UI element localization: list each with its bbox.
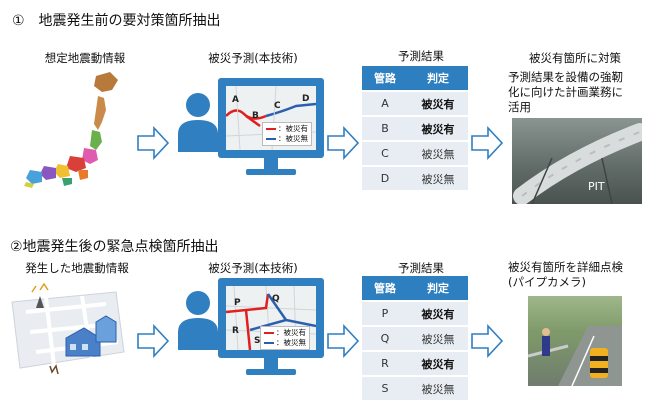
action-desc-line: 活用: [508, 100, 531, 114]
judge-cell: 被災有: [408, 92, 468, 115]
action-label-line: (パイプカメラ): [508, 275, 586, 289]
map-letter: R: [232, 326, 239, 336]
arrow-right-icon: [137, 324, 170, 358]
action-desc-line: 予測結果を設備の強靭: [508, 70, 623, 84]
pipe-cell: B: [362, 117, 408, 140]
map-letter: C: [274, 101, 281, 111]
pipe-cell: P: [362, 302, 408, 325]
arrow-right-icon: [471, 126, 504, 160]
prediction-monitor: P Q R S ：被災有 ：被災無: [218, 278, 324, 378]
table-row: S 被災無: [362, 377, 468, 400]
section1-title: ① 地震発生前の要対策箇所抽出: [12, 13, 221, 29]
section2-result-label: 予測結果: [398, 261, 444, 275]
map-legend: ：被災有 ：被災無: [260, 326, 310, 350]
section2-action-label: 被災有箇所を詳細点検 (パイプカメラ): [508, 260, 623, 290]
judge-cell: 被災有: [408, 117, 468, 140]
table-row: D 被災無: [362, 167, 468, 190]
legend-undamaged: ：被災無: [278, 134, 308, 143]
judge-cell: 被災有: [408, 302, 468, 325]
result-table-2: 管路 判定 P 被災有 Q 被災無 R 被災有 S 被災無: [362, 274, 468, 402]
judge-cell: 被災無: [408, 377, 468, 400]
pipe-cell: R: [362, 352, 408, 375]
action-description: 予測結果を設備の強靭 化に向けた計画業務に 活用: [508, 70, 623, 115]
person-icon: [178, 93, 218, 152]
inspection-photo: [528, 296, 622, 386]
map-letter: A: [232, 95, 239, 105]
legend-damaged: ：被災有: [278, 124, 308, 133]
monitor-map: A B C D ：被災有 ：被災無: [226, 86, 316, 150]
monitor-map: P Q R S ：被災有 ：被災無: [226, 286, 316, 350]
arrow-right-icon: [327, 126, 360, 160]
person-icon: [178, 291, 218, 350]
action-desc-line: 化に向けた計画業務に: [508, 85, 623, 99]
legend-damaged: ：被災有: [276, 328, 306, 337]
map-letter: P: [234, 298, 241, 308]
section2-input-label: 発生した地震動情報: [25, 261, 129, 275]
section1-input-label: 想定地震動情報: [44, 51, 126, 65]
pipe-photo: PIT: [512, 118, 642, 204]
judge-cell: 被災有: [408, 352, 468, 375]
arrow-right-icon: [327, 324, 360, 358]
map-letter: S: [254, 336, 261, 346]
photo-label: PIT: [588, 180, 605, 193]
section2-title: ②地震発生後の緊急点検箇所抽出: [10, 239, 219, 255]
pipe-cell: C: [362, 142, 408, 165]
table-row: Q 被災無: [362, 327, 468, 350]
legend-undamaged: ：被災無: [276, 338, 306, 347]
section1-action-label: 被災有箇所に対策: [529, 51, 621, 65]
pipe-cell: S: [362, 377, 408, 400]
arrow-right-icon: [471, 324, 504, 358]
prediction-monitor: A B C D ：被災有 ：被災無: [218, 78, 324, 178]
table-header-judge: 判定: [408, 66, 468, 90]
table-header-pipe: 管路: [362, 276, 408, 300]
pipe-cell: Q: [362, 327, 408, 350]
result-table-1: 管路 判定 A 被災有 B 被災有 C 被災無 D 被災無: [362, 64, 468, 192]
action-label-line: 被災有箇所を詳細点検: [508, 260, 623, 274]
table-row: B 被災有: [362, 117, 468, 140]
city-damage-illustration: [11, 282, 125, 375]
table-header-pipe: 管路: [362, 66, 408, 90]
pipe-cell: A: [362, 92, 408, 115]
arrow-right-icon: [137, 126, 170, 160]
pipe-cell: D: [362, 167, 408, 190]
map-letter: D: [302, 94, 310, 104]
japan-map-image: [24, 72, 118, 188]
map-letter: Q: [272, 294, 280, 304]
table-row: A 被災有: [362, 92, 468, 115]
table-header-judge: 判定: [408, 276, 468, 300]
section1-predict-label: 被災予測(本技術): [208, 51, 298, 65]
map-letter: B: [252, 111, 259, 121]
table-row: C 被災無: [362, 142, 468, 165]
judge-cell: 被災無: [408, 142, 468, 165]
judge-cell: 被災無: [408, 167, 468, 190]
judge-cell: 被災無: [408, 327, 468, 350]
map-legend: ：被災有 ：被災無: [262, 122, 312, 146]
table-row: P 被災有: [362, 302, 468, 325]
section2-predict-label: 被災予測(本技術): [208, 261, 298, 275]
section1-result-label: 予測結果: [398, 49, 444, 63]
table-row: R 被災有: [362, 352, 468, 375]
